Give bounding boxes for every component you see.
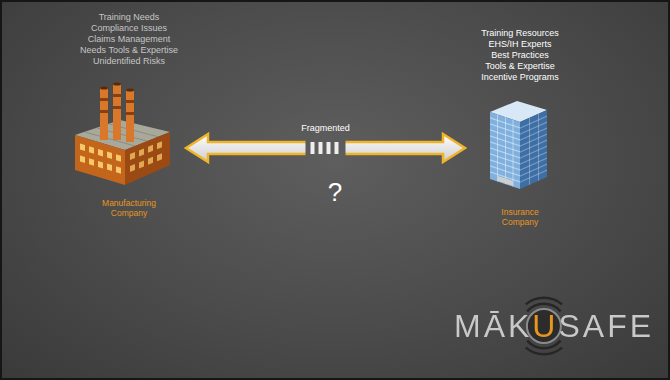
illustration-part — [126, 112, 134, 115]
fragment-bar — [335, 142, 339, 154]
signal-arc — [525, 347, 563, 356]
company-name: Manufacturing Company — [93, 198, 165, 218]
edge-label: Fragmented — [266, 122, 386, 134]
illustration-part — [139, 148, 144, 156]
illustration-part — [100, 110, 108, 113]
illustration-part — [75, 135, 125, 185]
illustration-part — [520, 164, 547, 177]
fragment-bar — [311, 142, 315, 154]
illustration-part — [520, 122, 547, 135]
illustration-part — [130, 164, 135, 172]
illustration-part — [520, 152, 547, 165]
illustration-part — [116, 166, 121, 174]
illustration-part — [497, 114, 498, 181]
signal-arc — [525, 297, 563, 306]
illustration-part — [520, 140, 547, 153]
illustration-part — [89, 146, 94, 154]
illustration-part — [513, 120, 514, 187]
illustration-part — [498, 176, 513, 186]
illustration-part — [157, 153, 162, 161]
illustration-part — [116, 154, 121, 162]
illustration-part — [126, 100, 134, 103]
illustration-part — [89, 158, 94, 166]
resource-item: Training Resources — [465, 28, 575, 39]
logo-wordmark: MĀKUSAFE — [442, 306, 666, 346]
illustration-part — [80, 144, 121, 174]
illustration-part — [107, 152, 112, 160]
illustration-part — [520, 158, 547, 171]
illustration-part — [538, 114, 539, 181]
illustration-part — [520, 128, 547, 141]
illustration-part — [490, 112, 520, 189]
need-item: Training Needs — [72, 12, 186, 23]
fragment-bar — [327, 142, 331, 154]
illustration-part — [98, 161, 103, 169]
resource-item: Tools & Expertise — [465, 61, 575, 72]
illustration-part — [148, 145, 153, 153]
illustration-part — [113, 84, 121, 140]
illustration-part — [126, 88, 134, 91]
connector-group — [186, 134, 465, 162]
illustration-part — [98, 149, 103, 157]
illustration-part — [148, 157, 153, 165]
office-building-illustration — [490, 101, 547, 189]
fragmented-double-arrow — [186, 134, 465, 162]
illustration-part — [100, 88, 108, 140]
illustration-part — [520, 110, 547, 189]
illustration-part — [529, 118, 530, 185]
resource-item: EHS/IH Experts — [465, 39, 575, 50]
illustration-part — [130, 141, 162, 172]
resource-item: Incentive Programs — [465, 72, 575, 83]
need-item: Needs Tools & Expertise — [72, 45, 186, 56]
illustration-part — [520, 146, 547, 159]
illustration-part — [100, 98, 108, 101]
illustration-part — [520, 170, 547, 183]
illustration-part — [130, 152, 135, 160]
illustration-part — [490, 112, 520, 189]
factory-illustration — [75, 82, 170, 185]
illustration-part — [113, 94, 121, 97]
illustration-part — [113, 82, 121, 85]
illustration-part — [107, 164, 112, 172]
fragment-bar — [319, 142, 323, 154]
illustration-part — [80, 156, 85, 164]
resource-item: Best Practices — [465, 50, 575, 61]
illustration-part — [125, 132, 170, 185]
illustration-part — [520, 116, 547, 129]
illustration-part — [113, 106, 121, 109]
illustration-part — [520, 110, 547, 189]
illustration-part — [520, 134, 547, 147]
illustration-part — [505, 117, 506, 184]
company-name: Insurance Company — [484, 207, 556, 227]
company-node: Training ResourcesEHS/IH ExpertsBest Pra… — [465, 28, 575, 224]
question-mark: ? — [300, 176, 370, 209]
need-item: Unidentified Risks — [72, 56, 186, 67]
need-item: Compliance Issues — [72, 23, 186, 34]
need-item: Claims Management — [72, 34, 186, 45]
illustration-part — [100, 86, 108, 89]
illustration-part — [80, 144, 85, 152]
illustration-part — [157, 141, 162, 149]
illustration-part — [139, 160, 144, 168]
illustration-part — [126, 90, 134, 142]
company-node: Training NeedsCompliance IssuesClaims Ma… — [72, 12, 186, 222]
